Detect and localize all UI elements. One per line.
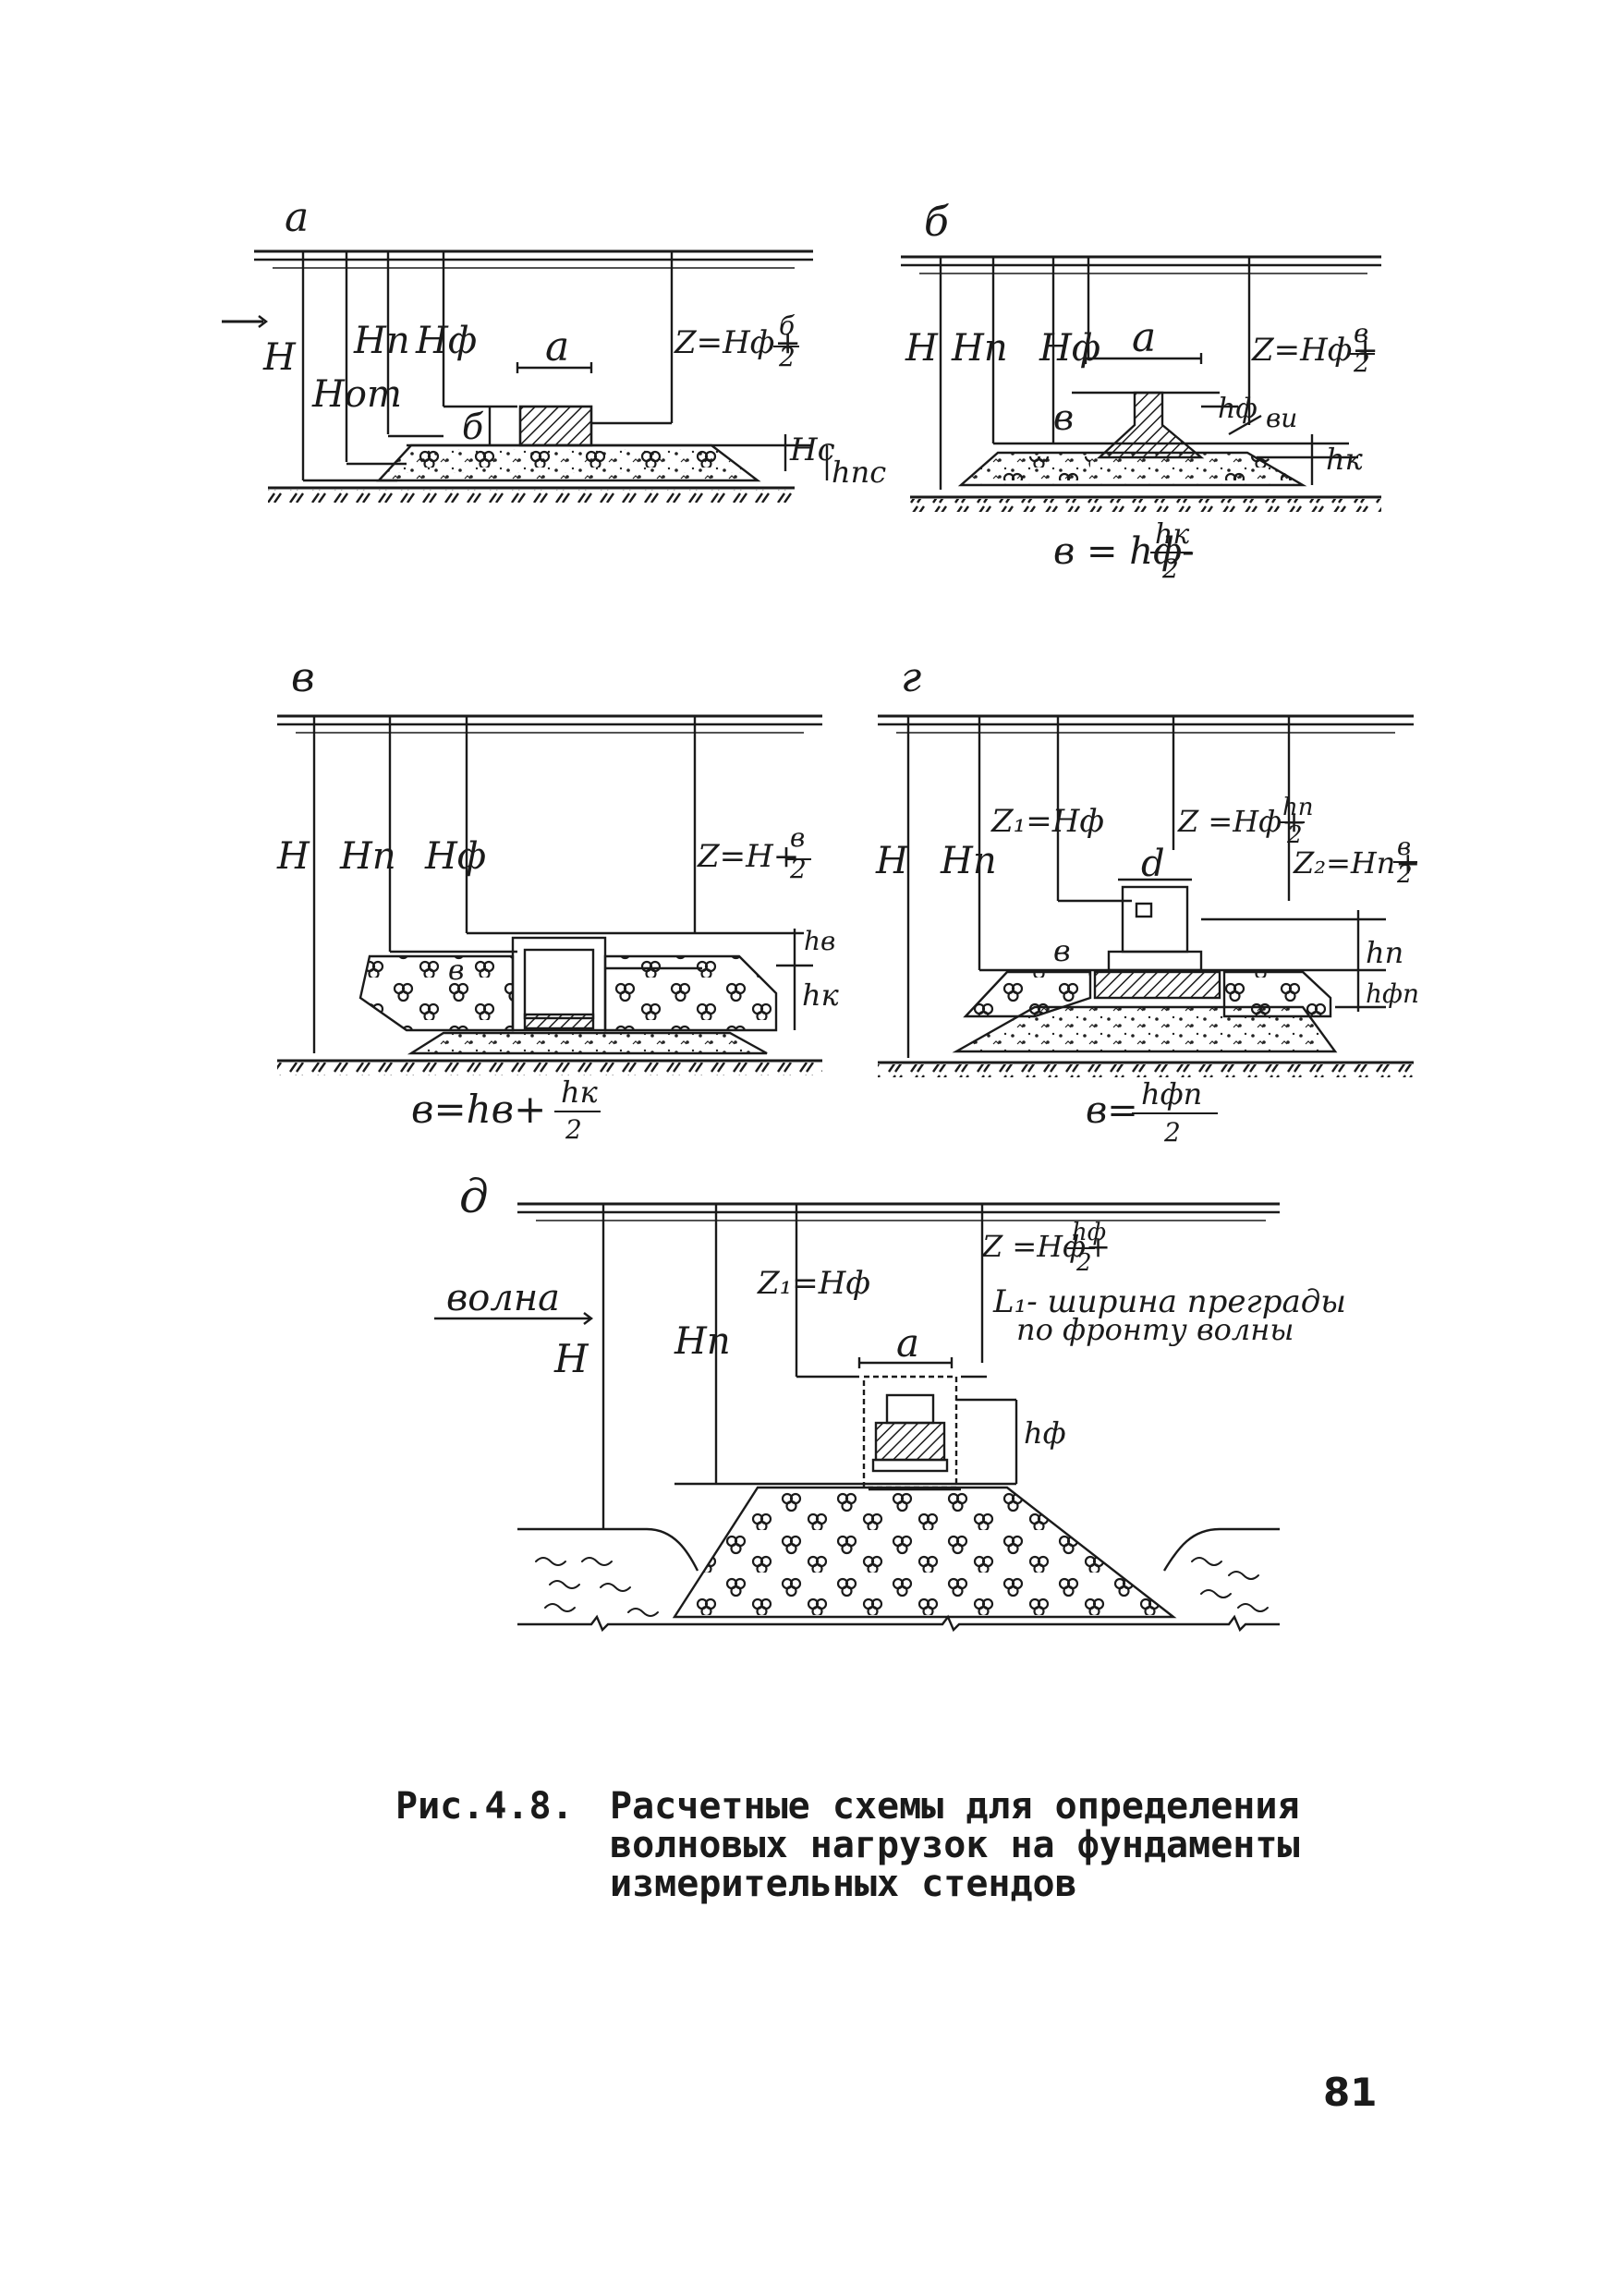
- label-H: H: [553, 1336, 589, 1381]
- label-wave: волна: [446, 1277, 560, 1319]
- label-z: Z =Hф+: [981, 1229, 1111, 1264]
- label-hk: hк: [1326, 442, 1364, 477]
- label-z-num: hф: [1072, 1219, 1106, 1246]
- label-Hn: Hп: [951, 327, 1008, 370]
- formula-den: 2: [1163, 1117, 1181, 1148]
- label-z-den: 2: [1286, 821, 1303, 849]
- label-H: H: [875, 840, 909, 882]
- label-z: Z=H+: [697, 838, 799, 875]
- panel-v: в H Hп Hф Z=H+ в 2 hв hк в в=hв+: [276, 654, 840, 1145]
- label-Hn: Hп: [339, 835, 396, 878]
- label-z2-den: 2: [1396, 861, 1413, 889]
- formula-lhs: в=: [1086, 1089, 1138, 1132]
- label-b: в: [448, 954, 464, 987]
- figure-label: Рис.4.8.: [395, 1785, 574, 1828]
- formula-num: hфп: [1141, 1076, 1202, 1112]
- label-z: Z=Hф+: [1251, 332, 1379, 369]
- caption-line-3: измерительных стендов: [610, 1863, 1077, 1905]
- label-a: а: [545, 323, 569, 371]
- panel-letter-b: б: [924, 199, 949, 246]
- page-number: 81: [1323, 2070, 1378, 2115]
- label-hnc: hпс: [832, 455, 886, 490]
- label-Hf: Hф: [415, 320, 477, 362]
- caption-line-1: Расчетные схемы для определения: [610, 1785, 1300, 1828]
- label-Hc: Hс: [789, 431, 835, 468]
- label-z-den: 2: [789, 854, 807, 884]
- formula-num: hк: [1155, 518, 1189, 551]
- panel-letter-d: д: [459, 1170, 489, 1223]
- label-a: а: [896, 1320, 919, 1366]
- label-b: б: [462, 407, 484, 447]
- label-z-num: hп: [1282, 794, 1314, 821]
- label-hfp: hфп: [1366, 978, 1419, 1009]
- label-z-den: 2: [778, 342, 796, 372]
- label-H: H: [262, 336, 297, 379]
- label-Hn: Hп: [353, 320, 410, 362]
- label-Hf: Hф: [1039, 327, 1100, 370]
- label-z-den: 2: [1075, 1249, 1092, 1277]
- formula-lhs: в=hв+: [411, 1087, 546, 1132]
- label-bu: ви: [1266, 403, 1297, 433]
- label-a: а: [1132, 314, 1156, 361]
- panel-letter-v: в: [291, 654, 315, 701]
- label-note-1: L₁- ширина преграды: [992, 1283, 1346, 1320]
- label-Hf: Hф: [424, 835, 486, 878]
- label-b: в: [1053, 933, 1071, 968]
- label-hf: hф: [1024, 1415, 1066, 1451]
- formula-den: 2: [565, 1114, 582, 1145]
- panel-d: д волна H: [434, 1170, 1346, 1633]
- label-z1: Z₁=Hф: [757, 1265, 870, 1302]
- panel-g: г H Hп Z₁=Hф Z =Hф+ hп 2 Z₂=Hп+: [875, 654, 1420, 1148]
- panel-letter-g: г: [901, 654, 921, 701]
- label-z-num: в: [1354, 318, 1368, 348]
- label-z: Z=Hф+: [674, 324, 801, 361]
- label-hb: hв: [804, 926, 835, 956]
- label-z-num: б: [779, 310, 796, 341]
- label-d: d: [1141, 843, 1165, 885]
- panel-letter-a: а: [285, 194, 309, 241]
- label-note-2: по фронту волны: [1016, 1312, 1294, 1347]
- label-hf: hф: [1218, 393, 1258, 425]
- label-z1: Z₁=Hф: [990, 803, 1104, 840]
- formula-den: 2: [1161, 553, 1179, 584]
- caption-line-2: волновых нагрузок на фундаменты: [610, 1824, 1300, 1866]
- label-H: H: [276, 835, 310, 878]
- label-Hn: Hп: [940, 840, 997, 882]
- panel-b: б H Hп Hф а Z=Hф+ в 2 hф ви: [901, 199, 1381, 584]
- label-Hot: Hот: [311, 373, 402, 416]
- label-hk: hк: [802, 978, 840, 1013]
- label-hn: hп: [1366, 935, 1403, 970]
- label-z2-num: в: [1397, 833, 1411, 861]
- label-z-den: 2: [1353, 347, 1370, 378]
- formula-num: hк: [561, 1075, 599, 1110]
- label-b: в: [1053, 397, 1074, 438]
- label-Hn: Hп: [674, 1320, 731, 1363]
- label-z-num: в: [790, 822, 805, 853]
- label-H: H: [905, 327, 939, 370]
- panel-a: а H Hот Hп Hф а Z=Hф+ б: [222, 194, 886, 503]
